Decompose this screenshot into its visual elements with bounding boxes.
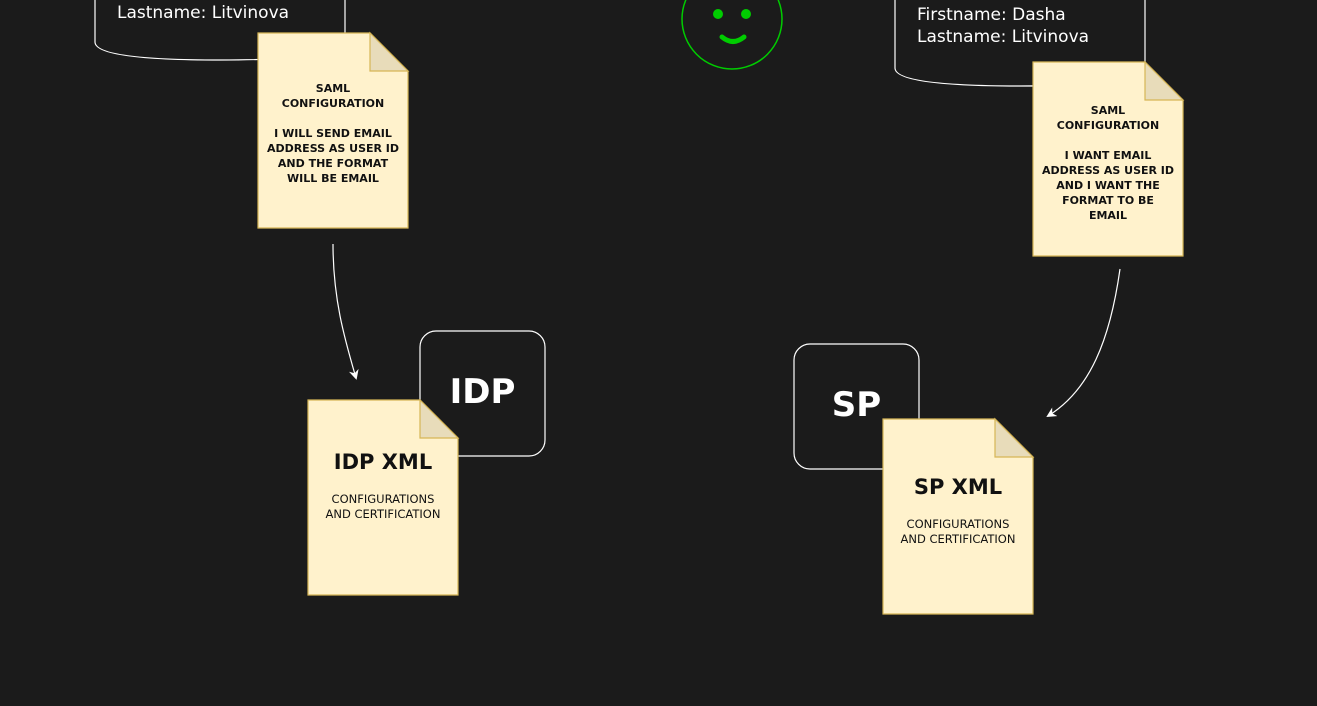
left-saml-note-shape [257, 32, 409, 229]
sp-xml-subtitle: CONFIGURATIONS AND CERTIFICATION [900, 517, 1016, 546]
idp-box-label: IDP [449, 372, 516, 412]
right-saml-note-shape [1032, 61, 1184, 257]
sp-box-label: SP [831, 385, 882, 425]
idp-xml-doc-shape [307, 399, 459, 596]
arrow-right-note-to-sp-xml [1046, 268, 1121, 418]
idp-box-shape [419, 330, 546, 457]
left-user-lastname: Lastname: Litvinova [117, 3, 290, 23]
right-user-firstname: Firstname: Dasha [917, 5, 1066, 25]
sp-xml-doc-shape [882, 418, 1034, 615]
idp-xml-title: IDP XML [333, 450, 433, 474]
right-user-lastname: Lastname: Litvinova [917, 27, 1090, 47]
left-saml-note-text: SAML CONFIGURATION I WILL SEND EMAIL ADD… [266, 82, 400, 185]
right-saml-note-text: SAML CONFIGURATION I WANT EMAIL ADDRESS … [1041, 104, 1175, 222]
sp-xml-title: SP XML [913, 475, 1003, 499]
idp-xml-subtitle: CONFIGURATIONS AND CERTIFICATION [325, 492, 441, 521]
arrow-left-note-to-idp-xml [332, 243, 359, 380]
smiley-icon [681, 0, 783, 70]
